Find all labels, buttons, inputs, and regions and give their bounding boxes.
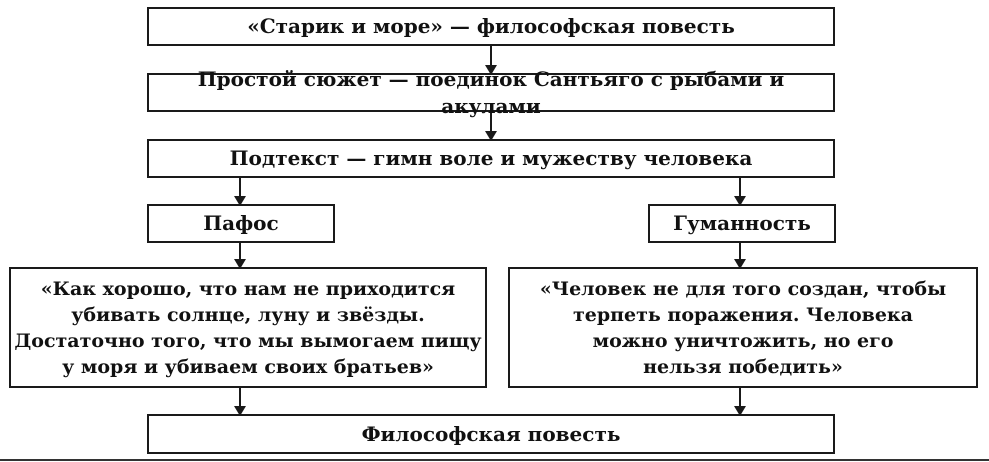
node-quote-right: «Человек не для того создан, чтобы терпе… bbox=[508, 267, 978, 388]
node-plot-text: Простой сюжет — поединок Сантьяго с рыба… bbox=[197, 66, 785, 118]
node-humanity: Гуманность bbox=[648, 204, 836, 243]
node-top-title-text: «Старик и море» — философская повесть bbox=[247, 14, 735, 38]
quote-right-line: можно уничтожить, но его bbox=[592, 329, 894, 352]
quote-right-line: терпеть поражения. Человека bbox=[573, 303, 913, 326]
node-humanity-text: Гуманность bbox=[673, 211, 811, 235]
bottom-divider bbox=[0, 459, 989, 461]
quote-left-line: Достаточно того, что мы вымогаем пищу bbox=[14, 329, 482, 352]
quote-left-text: «Как хорошо, что нам не приходится убива… bbox=[14, 276, 481, 380]
node-subtext-text: Подтекст — гимн воле и мужеству человека bbox=[229, 146, 753, 170]
quote-right-text: «Человек не для того создан, чтобы терпе… bbox=[540, 276, 946, 380]
quote-left-line: у моря и убиваем своих братьев» bbox=[62, 355, 434, 378]
node-subtext: Подтекст — гимн воле и мужеству человека bbox=[147, 139, 835, 178]
quote-left-line: «Как хорошо, что нам не приходится bbox=[40, 277, 456, 300]
node-plot: Простой сюжет — поединок Сантьяго с рыба… bbox=[147, 67, 835, 118]
quote-right-line: нельзя победить» bbox=[643, 355, 843, 378]
node-pathos: Пафос bbox=[147, 204, 335, 243]
node-pathos-text: Пафос bbox=[203, 211, 279, 235]
quote-left-line: убивать солнце, луну и звёзды. bbox=[71, 303, 425, 326]
node-quote-left: «Как хорошо, что нам не приходится убива… bbox=[9, 267, 487, 388]
node-bottom: Философская повесть bbox=[147, 414, 835, 454]
node-top-title: «Старик и море» — философская повесть bbox=[147, 7, 835, 46]
quote-right-line: «Человек не для того создан, чтобы bbox=[539, 277, 947, 300]
node-bottom-text: Философская повесть bbox=[361, 421, 621, 446]
